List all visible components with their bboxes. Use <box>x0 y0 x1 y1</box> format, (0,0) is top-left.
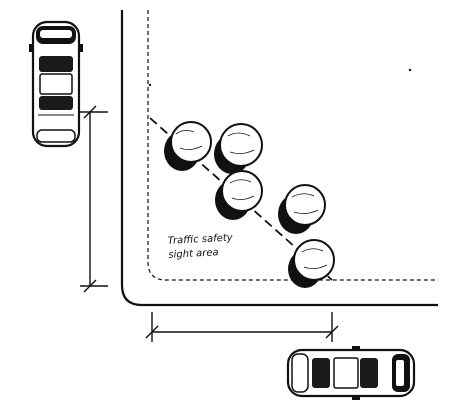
car-vertical <box>29 20 83 148</box>
dot-marker <box>148 83 152 87</box>
curb-outer <box>120 10 438 307</box>
sight-area-label: Traffic safety sight area <box>167 229 278 263</box>
shrub <box>214 123 263 174</box>
curb-inner <box>147 10 438 281</box>
car-horizontal <box>286 346 416 400</box>
dot-marker <box>408 68 412 72</box>
shrub <box>288 239 335 288</box>
dimension-vertical <box>80 105 108 293</box>
shrub <box>215 170 263 220</box>
dimension-horizontal <box>145 312 339 342</box>
shrub <box>278 184 326 234</box>
shrub-group <box>164 121 335 288</box>
shrub <box>164 121 212 171</box>
